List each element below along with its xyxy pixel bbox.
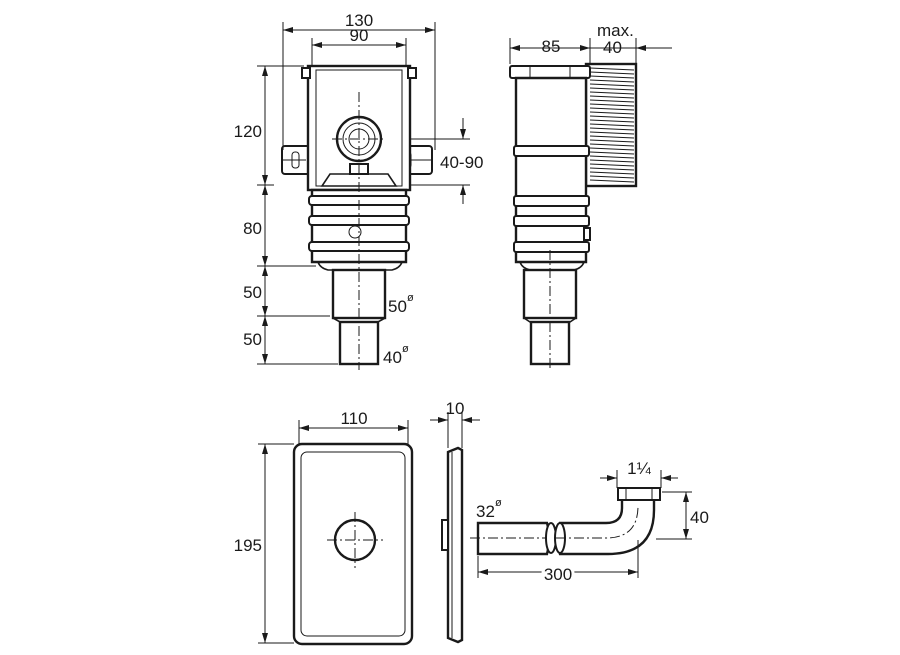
thread-line	[589, 83, 635, 87]
thread-line	[589, 123, 635, 127]
dim-max-label: max.	[597, 21, 634, 40]
thread-line	[589, 135, 635, 139]
thread-line	[589, 119, 635, 123]
thread-line	[589, 79, 635, 83]
cover-profile: 10	[430, 399, 480, 644]
dim-130: 130	[345, 11, 373, 30]
thread-line	[589, 167, 635, 171]
cover-plate	[292, 442, 414, 646]
thread-line	[589, 87, 635, 91]
thread-line	[589, 115, 635, 119]
dim-120: 120	[234, 122, 262, 141]
thread-line	[589, 155, 635, 159]
dim-max-40: 40	[603, 38, 622, 57]
thread-line	[589, 107, 635, 111]
thread-line	[589, 143, 635, 147]
front-view	[281, 64, 433, 370]
diameter-symbol-32: ø	[495, 497, 502, 509]
thread-line	[589, 171, 635, 175]
dim-90: 90	[350, 26, 369, 45]
dim-80: 80	[243, 219, 262, 238]
thread-line	[589, 131, 635, 135]
cover-dimensions: 110 195	[234, 409, 409, 644]
thread-line	[589, 127, 635, 131]
thread-line	[589, 75, 635, 79]
dim-thread: 1¼	[627, 459, 651, 478]
dim-40-90: 40-90	[440, 153, 483, 172]
thread-line	[589, 103, 635, 107]
thread-line	[589, 71, 635, 75]
elbow-tube	[470, 487, 661, 556]
thread-line	[589, 95, 635, 99]
thread-line	[589, 179, 635, 183]
dim-50-lower: 50	[243, 330, 262, 349]
dim-195: 195	[234, 536, 262, 555]
thread-line	[589, 99, 635, 103]
thread-line	[589, 111, 635, 115]
elbow-dimensions: 1¼ 40 300 32 ø	[476, 459, 709, 587]
thread-line	[589, 163, 635, 167]
dim-32-diameter: 32	[476, 502, 495, 521]
front-dimensions: 130 90 120 80 50 50 50 ø 40 ø	[234, 11, 484, 367]
side-view	[509, 62, 638, 370]
dim-85: 85	[542, 37, 561, 56]
dim-40-elbow: 40	[690, 508, 709, 527]
dim-10: 10	[446, 399, 465, 418]
thread-line	[589, 151, 635, 155]
dim-50-upper: 50	[243, 283, 262, 302]
thread-line	[589, 91, 635, 95]
dim-110: 110	[340, 409, 367, 428]
thread-line	[589, 67, 635, 71]
dim-40-diameter: 40	[383, 348, 402, 367]
diameter-symbol-40: ø	[402, 343, 409, 355]
dim-50-diameter: 50	[388, 297, 407, 316]
dim-300: 300	[544, 565, 572, 584]
diameter-symbol-50: ø	[407, 292, 414, 304]
thread-line	[589, 175, 635, 179]
thread-line	[589, 147, 635, 151]
thread-line	[589, 159, 635, 163]
side-dimensions: 85 max. 40	[509, 21, 672, 64]
thread-line	[589, 139, 635, 143]
